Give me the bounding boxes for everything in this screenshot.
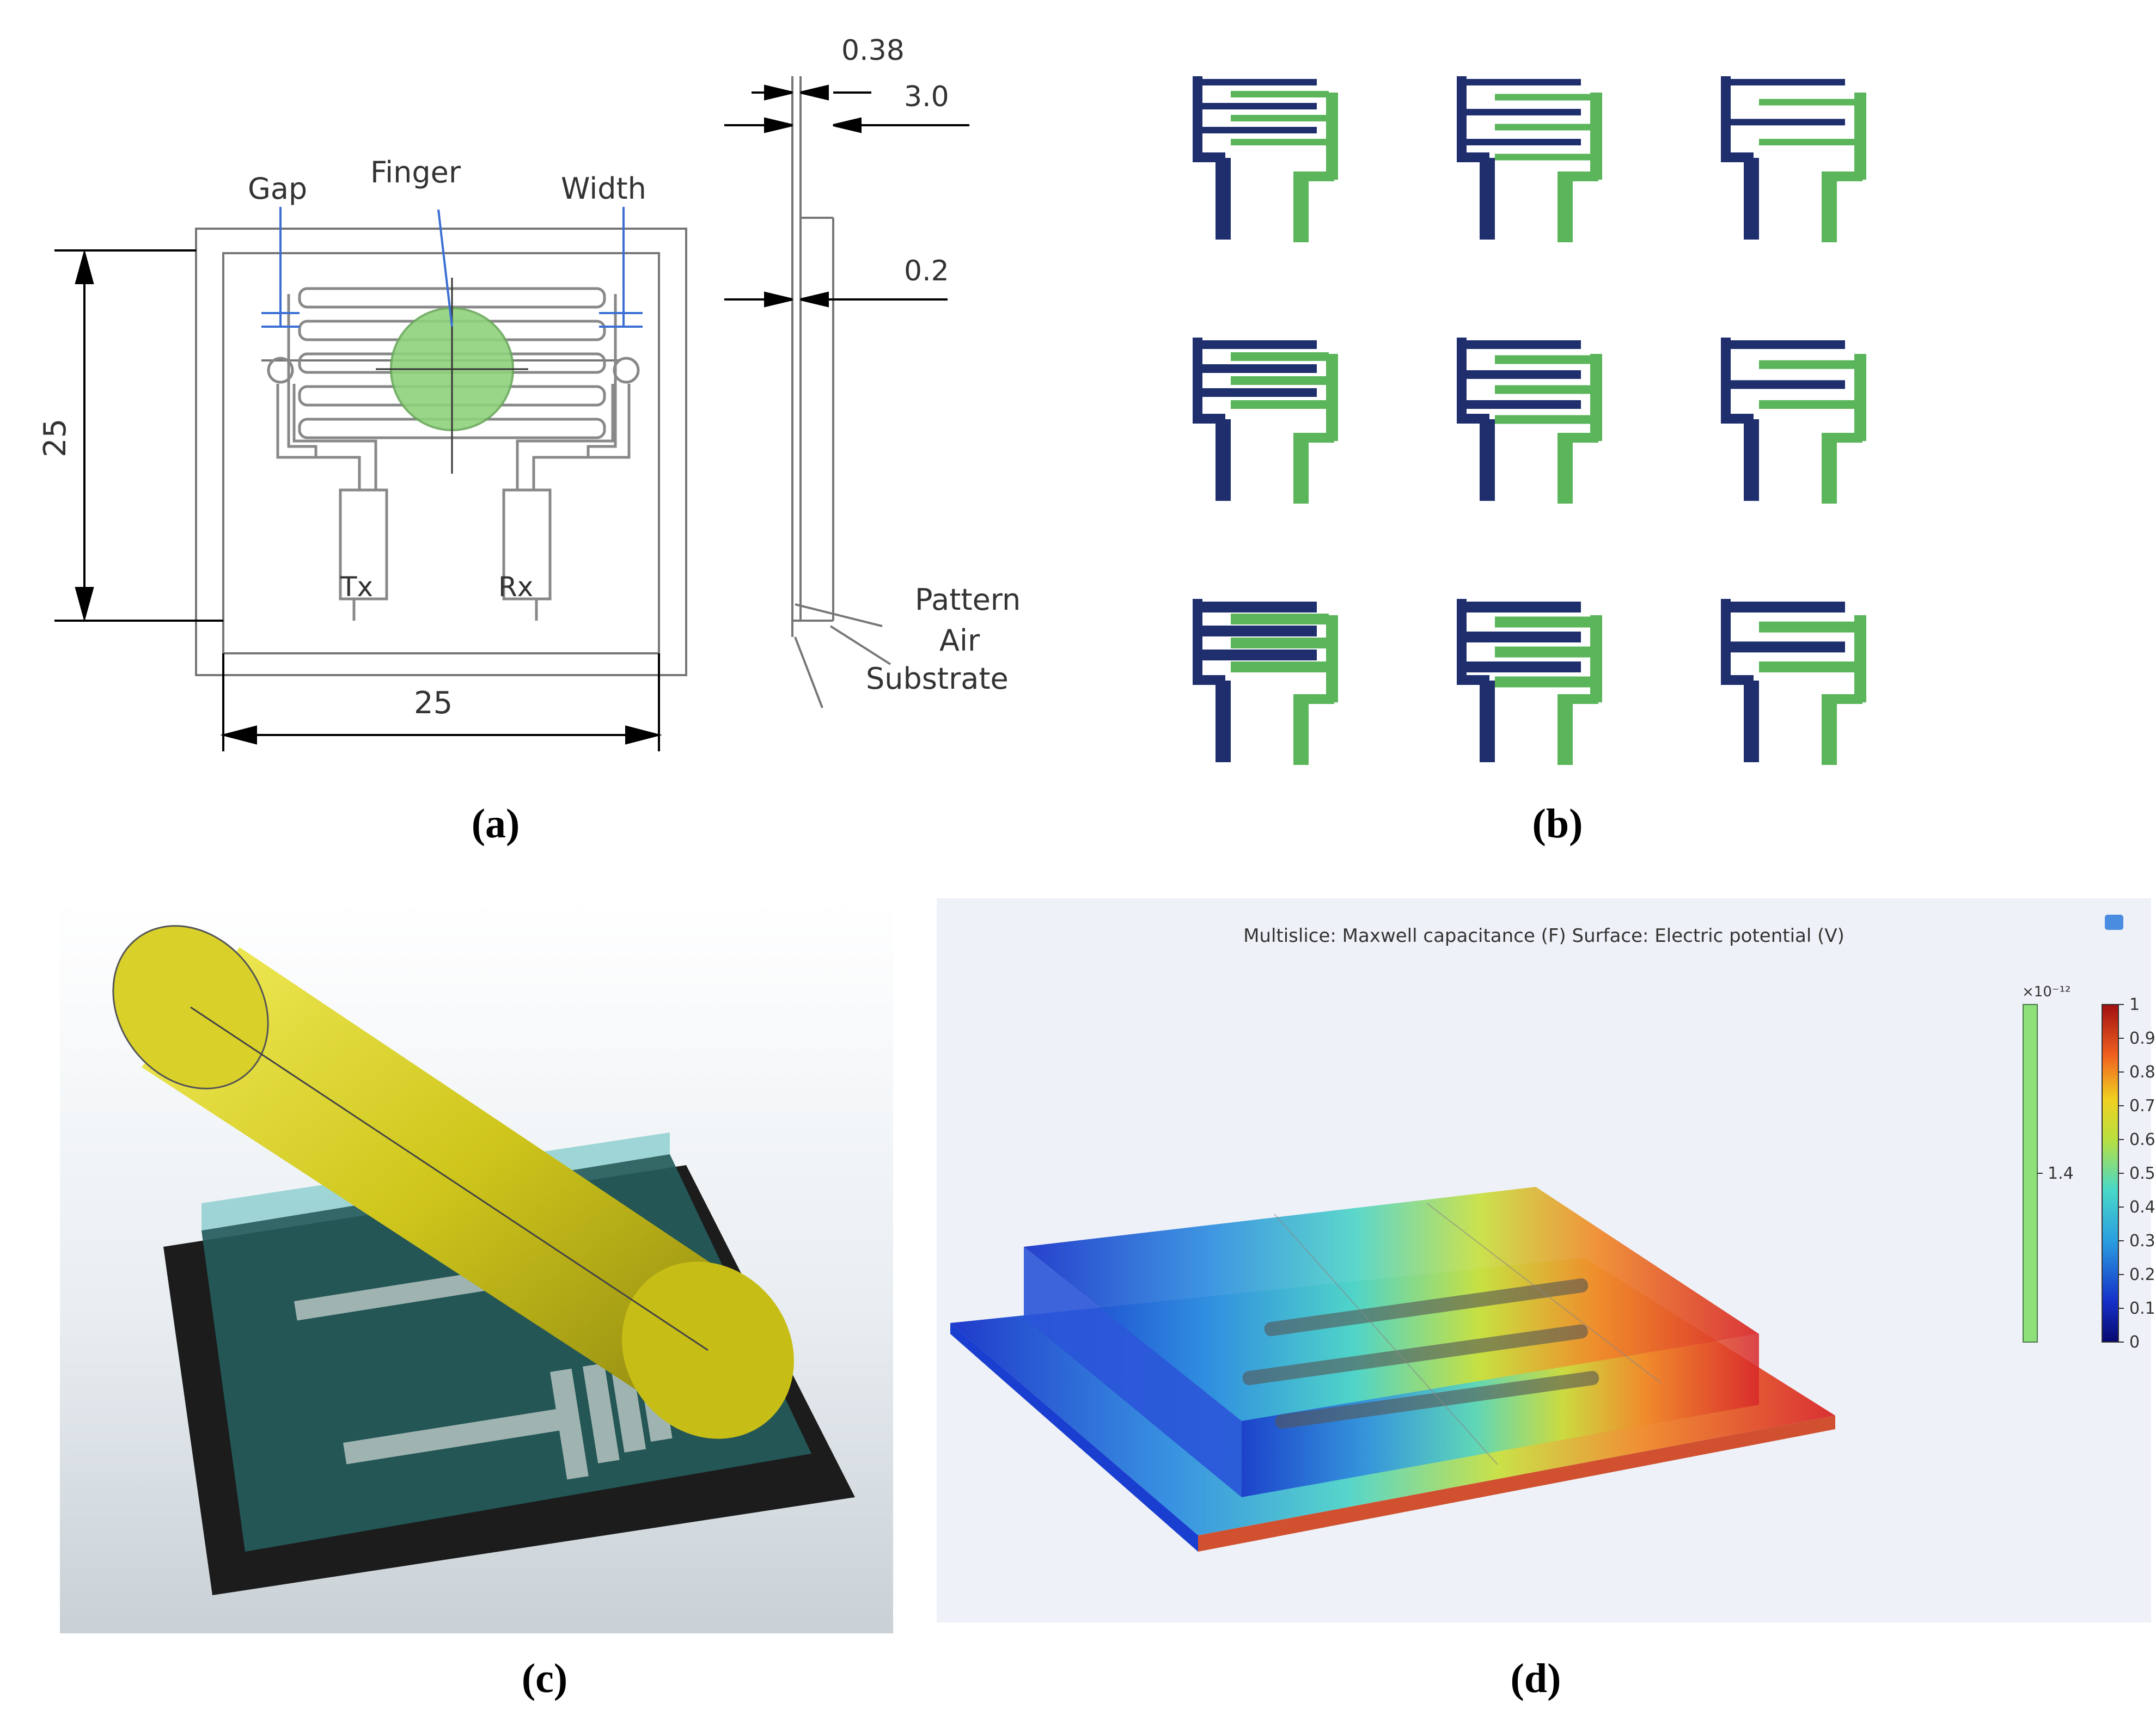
electrode-variant: [1457, 76, 1602, 242]
caption-d: (d): [1510, 1656, 1561, 1701]
rx-label: Rx: [498, 571, 533, 603]
width-label: Width: [561, 171, 646, 206]
colorbar-tick-label: 0.2: [2129, 1265, 2155, 1284]
tx-lead: [339, 488, 388, 601]
electrode-variant: [1721, 338, 1866, 504]
capacitance-bar: [2023, 1004, 2038, 1343]
sensor-outline: [195, 228, 687, 676]
tx-label: Tx: [340, 571, 373, 603]
capacitance-value: 1.4: [2048, 1164, 2074, 1183]
sensor-3d-model: [950, 1187, 1835, 1552]
colorbar-tick-label: 0.7: [2129, 1097, 2155, 1116]
caption-c: (c): [521, 1656, 568, 1701]
cross-section: [791, 76, 891, 708]
capacitance-exponent: ×10⁻¹²: [2022, 984, 2071, 1000]
gap-label: Gap: [248, 171, 307, 206]
electrode-variant: [1457, 338, 1602, 504]
potential-colorbar: [2102, 1004, 2119, 1343]
panel-a-drawing: 25 25 Gap Finger Width Tx Rx 0.38 3.0 0.…: [38, 34, 1021, 751]
colorbar-tick-label: 0.3: [2129, 1232, 2155, 1251]
caption-b: (b): [1532, 801, 1583, 847]
simulation-title: Multislice: Maxwell capacitance (F) Surf…: [1243, 925, 1844, 947]
colorbar-tick-label: 1: [2129, 995, 2140, 1014]
substrate-label: Substrate: [866, 661, 1009, 696]
colorbar-tick-label: 0.9: [2129, 1029, 2155, 1048]
dim-pattern-label: 0.38: [841, 34, 905, 67]
dim-substrate-label: 0.2: [904, 255, 949, 287]
dim-air-label: 3.0: [904, 81, 949, 113]
rx-lead: [502, 488, 552, 601]
panel-b-grid: [1193, 76, 1866, 765]
colorbar-tick-label: 0.5: [2129, 1164, 2155, 1183]
electrode-variant: [1193, 599, 1338, 765]
panel-d-simulation: Multislice: Maxwell capacitance (F) Surf…: [937, 898, 2155, 1622]
colorbar-tick-label: 0.6: [2129, 1130, 2155, 1149]
finger-label: Finger: [370, 155, 461, 189]
electrode-variant: [1721, 599, 1866, 765]
view-toggle-icon[interactable]: [2105, 915, 2123, 930]
electrode-variant: [1193, 76, 1338, 242]
caption-a: (a): [471, 801, 520, 847]
colorbar-tick-label: 0.1: [2129, 1299, 2155, 1318]
colorbar-tick-label: 0.8: [2129, 1063, 2155, 1082]
panel-c-render: [60, 898, 893, 1633]
sensor-inner-outline: [222, 252, 660, 654]
pattern-label: Pattern: [915, 583, 1021, 617]
electrode-variant: [1193, 338, 1338, 504]
electrode-variant: [1721, 76, 1866, 242]
electrode-variant: [1457, 599, 1602, 765]
finger-cylinder: [112, 925, 794, 1439]
colorbar-tick-label: 0: [2129, 1333, 2140, 1352]
dim-width-label: 25: [414, 685, 453, 721]
air-label: Air: [939, 623, 980, 658]
dim-height-label: 25: [38, 419, 73, 457]
colorbar-tick-label: 0.4: [2129, 1198, 2155, 1217]
